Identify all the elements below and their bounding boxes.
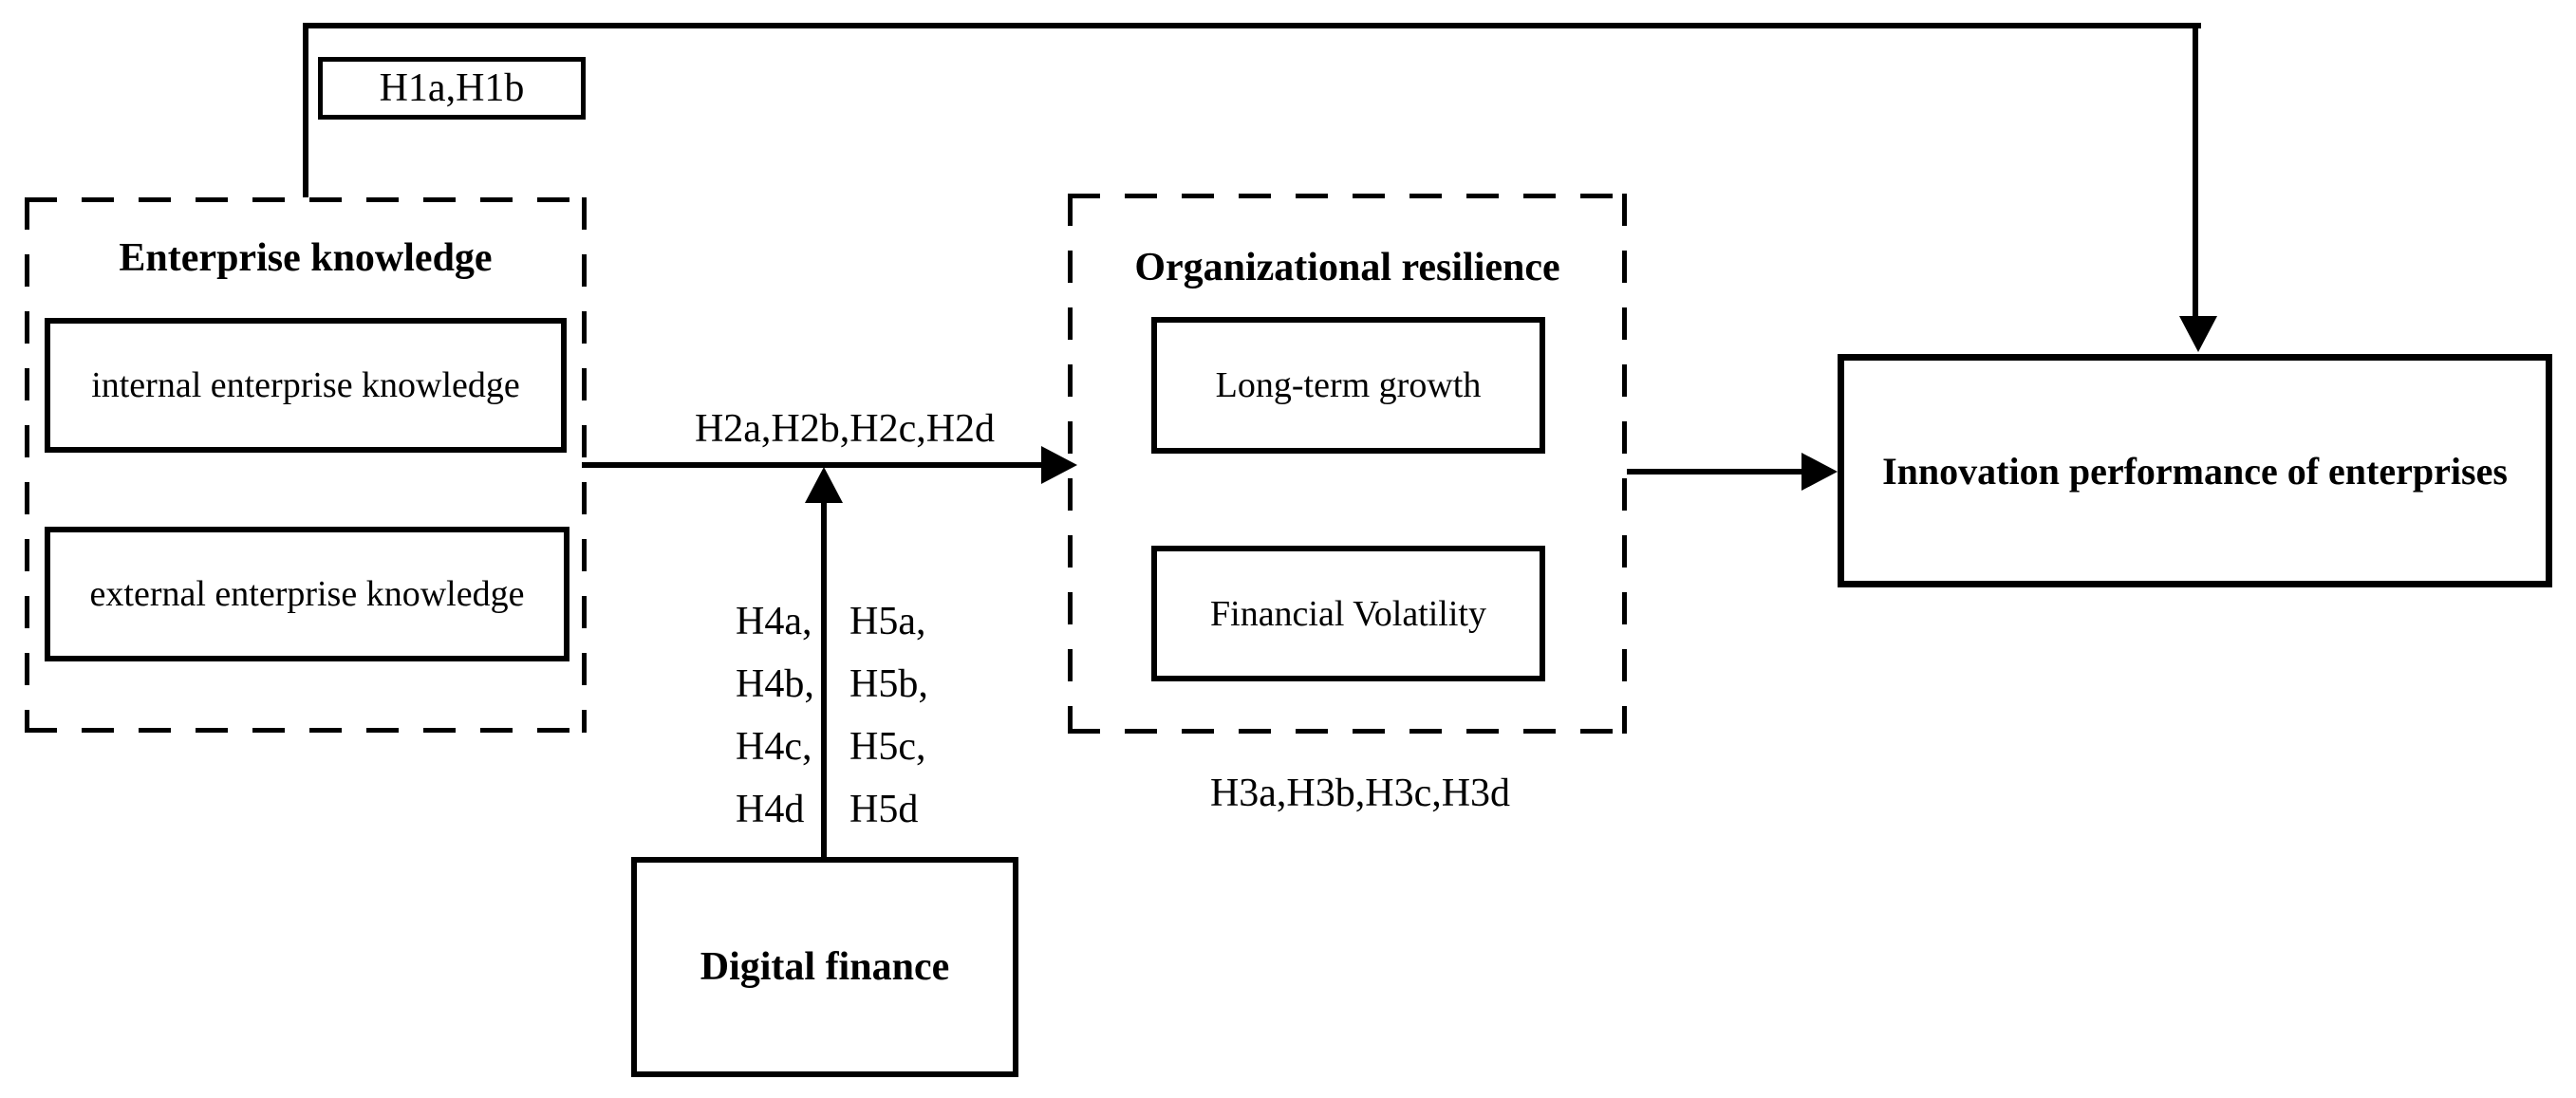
organizational-resilience-title: Organizational resilience <box>1134 246 1560 289</box>
h3-label: H3a,H3b,H3c,H3d <box>1209 772 1511 815</box>
h4-label-column: H4a, H4b, H4c, H4d <box>736 590 814 841</box>
digital-finance-box: Digital finance <box>631 857 1018 1077</box>
external-enterprise-knowledge-label: external enterprise knowledge <box>89 574 525 614</box>
enterprise-knowledge-title: Enterprise knowledge <box>119 236 493 280</box>
h5c-label: H5c, <box>849 725 926 769</box>
innovation-performance-box: Innovation performance of enterprises <box>1838 354 2552 587</box>
arrowhead-down-into-innovation <box>2179 316 2217 352</box>
arrowhead-up-from-digital-finance <box>805 467 843 503</box>
internal-enterprise-knowledge-box: internal enterprise knowledge <box>45 318 567 453</box>
long-term-growth-label: Long-term growth <box>1215 365 1482 405</box>
internal-enterprise-knowledge-label: internal enterprise knowledge <box>91 365 520 405</box>
h1-connector-right-drop-line <box>2193 23 2198 318</box>
h1-connector-left-drop-line <box>303 23 308 197</box>
h1-connector-top-line <box>303 23 2201 28</box>
external-enterprise-knowledge-box: external enterprise knowledge <box>45 527 569 661</box>
h2-label: H2a,H2b,H2c,H2d <box>694 407 996 451</box>
h5b-label: H5b, <box>849 662 928 706</box>
h4c-label: H4c, <box>736 725 812 769</box>
arrowhead-right-into-innovation <box>1801 453 1838 491</box>
h4d-label: H4d <box>736 788 805 831</box>
digital-finance-arrow-line <box>821 497 827 857</box>
digital-finance-label: Digital finance <box>700 945 950 989</box>
financial-volatility-box: Financial Volatility <box>1151 546 1545 681</box>
h1-label: H1a,H1b <box>379 66 525 110</box>
h1-label-box: H1a,H1b <box>318 57 586 120</box>
h5d-label: H5d <box>849 788 919 831</box>
financial-volatility-label: Financial Volatility <box>1210 593 1486 634</box>
resilience-to-innovation-arrow-line <box>1627 469 1807 475</box>
h4b-label: H4b, <box>736 662 814 706</box>
h5-label-column: H5a, H5b, H5c, H5d <box>849 590 928 841</box>
h4a-label: H4a, <box>736 600 812 643</box>
long-term-growth-box: Long-term growth <box>1151 317 1545 454</box>
h5a-label: H5a, <box>849 600 926 643</box>
h2-arrow-line <box>582 462 1049 468</box>
innovation-performance-label: Innovation performance of enterprises <box>1882 449 2508 493</box>
